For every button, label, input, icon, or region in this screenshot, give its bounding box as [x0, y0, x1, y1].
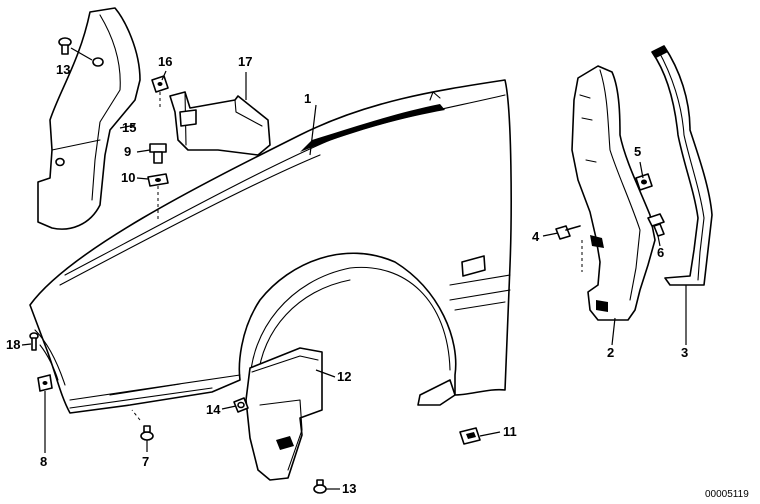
callout-10: 10: [121, 170, 135, 185]
callout-9: 9: [124, 144, 131, 159]
clip-8: [37, 374, 53, 392]
holder-17: [169, 91, 271, 156]
callout-14: 14: [206, 402, 221, 417]
callout-17: 17: [238, 54, 252, 69]
clip-14: [233, 397, 249, 413]
callout-5: 5: [634, 144, 641, 159]
callout-4: 4: [532, 229, 540, 244]
document-number: 00005119: [705, 489, 749, 500]
callout-labels: 1 2 3 4 5 6 7 8 9 10 11 12 13 13 14 15 1…: [6, 54, 688, 496]
leader-lines: [21, 70, 687, 490]
clip-nut-16: [151, 75, 169, 110]
callout-13-top: 13: [56, 62, 70, 77]
inner-panel-2: [571, 65, 656, 321]
callout-13-bottom: 13: [342, 481, 356, 496]
callout-15: 15: [122, 120, 136, 135]
screw-13-top: [58, 37, 93, 61]
clip-5: [635, 173, 653, 191]
nut-10: [147, 173, 169, 222]
callout-2: 2: [607, 345, 614, 360]
upper-bracket: [37, 7, 141, 230]
callout-11: 11: [503, 424, 517, 439]
bolt-9: [149, 143, 167, 164]
callout-16: 16: [158, 54, 172, 69]
callout-3: 3: [681, 345, 688, 360]
callout-8: 8: [40, 454, 47, 469]
callout-1: 1: [304, 91, 311, 106]
screw-7: [131, 409, 154, 441]
rivet-6: [647, 213, 665, 237]
screw-13-bottom: [313, 479, 327, 494]
callout-12: 12: [337, 369, 351, 384]
front-fender: [29, 79, 512, 414]
screw-4: [555, 225, 581, 240]
callout-18: 18: [6, 337, 20, 352]
callout-7: 7: [142, 454, 149, 469]
callout-6: 6: [657, 245, 664, 260]
mud-flap-12: [245, 347, 323, 481]
seal-3: [651, 45, 713, 286]
screw-18: [29, 332, 39, 351]
clip-11: [459, 427, 481, 445]
